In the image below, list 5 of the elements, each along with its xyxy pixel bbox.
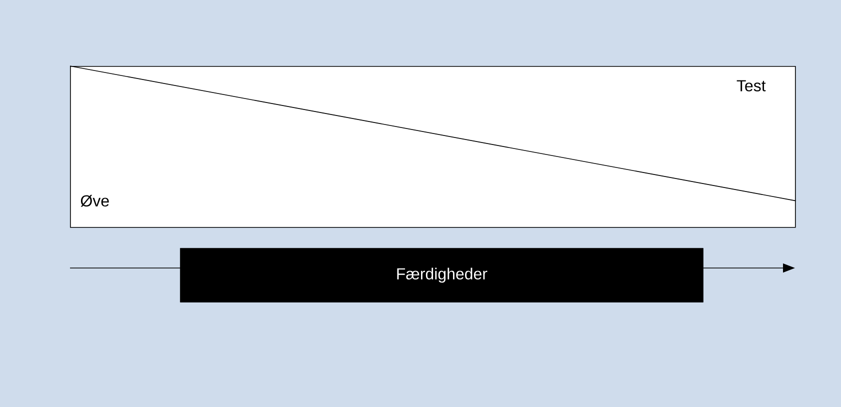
label-bar (180, 248, 704, 302)
bar-label: Færdigheder (397, 268, 488, 283)
corner-label: Øve (80, 194, 109, 207)
chart-box (70, 66, 796, 228)
corner-label: Test (736, 80, 766, 92)
